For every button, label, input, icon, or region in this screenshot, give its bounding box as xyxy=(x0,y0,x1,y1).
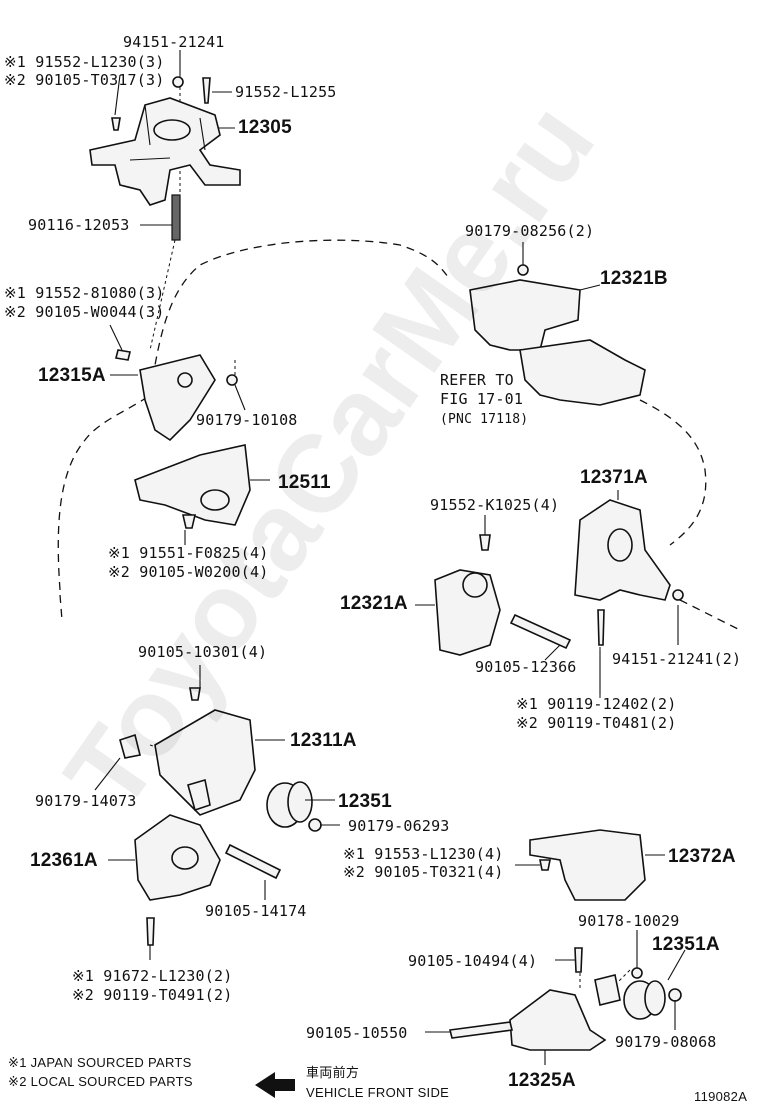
label-12321B: 12321B xyxy=(600,268,668,289)
label-90105-W0044: ※2 90105-W0044(3) xyxy=(4,303,165,321)
label-91552-L1230: ※1 91552-L1230(3) xyxy=(4,53,165,71)
label-90105-14174: 90105-14174 xyxy=(205,902,307,920)
label-90105-10301: 90105-10301(4) xyxy=(138,643,268,661)
label-91551-F0825: ※1 91551-F0825(4) xyxy=(108,544,269,562)
mount-12305 xyxy=(89,76,241,241)
label-front-jp: 車両前方 xyxy=(306,1065,360,1080)
bracket-12511 xyxy=(134,444,251,529)
label-12311A: 12311A xyxy=(290,730,357,751)
label-94151-21241-2: 94151-21241(2) xyxy=(612,650,742,668)
label-90178-10029: 90178-10029 xyxy=(578,912,680,930)
leader-lines xyxy=(94,50,686,1065)
label-12321A: 12321A xyxy=(340,593,408,614)
bracket-12315A xyxy=(115,349,238,442)
figure-id: 119082A xyxy=(694,1089,748,1104)
label-pnc-17118: (PNC 17118) xyxy=(440,412,529,427)
label-90105-10550: 90105-10550 xyxy=(306,1024,408,1042)
label-90105-12366: 90105-12366 xyxy=(475,658,577,676)
bushing-12351 xyxy=(266,781,322,832)
bracket-12321B xyxy=(469,264,646,406)
label-90179-10108: 90179-10108 xyxy=(196,411,298,429)
label-12511: 12511 xyxy=(278,472,331,493)
bracket-12321A xyxy=(434,534,572,656)
label-12351: 12351 xyxy=(338,791,392,812)
label-91553-L1230: ※1 91553-L1230(4) xyxy=(343,845,504,863)
label-12305: 12305 xyxy=(238,117,292,138)
label-12361A: 12361A xyxy=(30,850,98,871)
mount-12361A xyxy=(134,814,282,946)
front-arrow-icon xyxy=(255,1072,295,1098)
mount-12372A xyxy=(529,829,646,901)
label-94151-21241: 94151-21241 xyxy=(123,33,225,51)
label-fig-17-01: FIG 17-01 xyxy=(440,390,524,408)
label-90119-T0481: ※2 90119-T0481(2) xyxy=(516,714,677,732)
label-12315A: 12315A xyxy=(38,365,106,386)
note-japan-sourced: ※1 JAPAN SOURCED PARTS xyxy=(8,1055,192,1070)
label-90116-12053: 90116-12053 xyxy=(28,216,130,234)
label-91552-81080: ※1 91552-81080(3) xyxy=(4,284,165,302)
label-90179-06293: 90179-06293 xyxy=(348,817,450,835)
mount-12371A xyxy=(574,499,684,646)
note-local-sourced: ※2 LOCAL SOURCED PARTS xyxy=(8,1074,193,1089)
label-90105-10494: 90105-10494(4) xyxy=(408,952,538,970)
bracket-12311A xyxy=(119,687,256,816)
label-90179-08256: 90179-08256(2) xyxy=(465,222,595,240)
label-12372A: 12372A xyxy=(668,846,736,867)
label-90105-W0200: ※2 90105-W0200(4) xyxy=(108,563,269,581)
label-12325A: 12325A xyxy=(508,1070,576,1091)
label-90105-T0321: ※2 90105-T0321(4) xyxy=(343,863,504,881)
label-90179-08068: 90179-08068 xyxy=(615,1033,717,1051)
label-12351A: 12351A xyxy=(652,934,720,955)
label-90119-T0491: ※2 90119-T0491(2) xyxy=(72,986,233,1004)
label-refer-to: REFER TO xyxy=(440,371,514,389)
label-90105-T0317: ※2 90105-T0317(3) xyxy=(4,71,165,89)
label-91672-L1230: ※1 91672-L1230(2) xyxy=(72,967,233,985)
label-90179-14073: 90179-14073 xyxy=(35,792,137,810)
label-12371A: 12371A xyxy=(580,467,648,488)
label-front-en: VEHICLE FRONT SIDE xyxy=(306,1085,450,1100)
label-90119-12402: ※1 90119-12402(2) xyxy=(516,695,677,713)
label-91552-L1255: 91552-L1255 xyxy=(235,83,337,101)
bracket-12325A xyxy=(449,947,682,1051)
label-91552-K1025: 91552-K1025(4) xyxy=(430,496,560,514)
